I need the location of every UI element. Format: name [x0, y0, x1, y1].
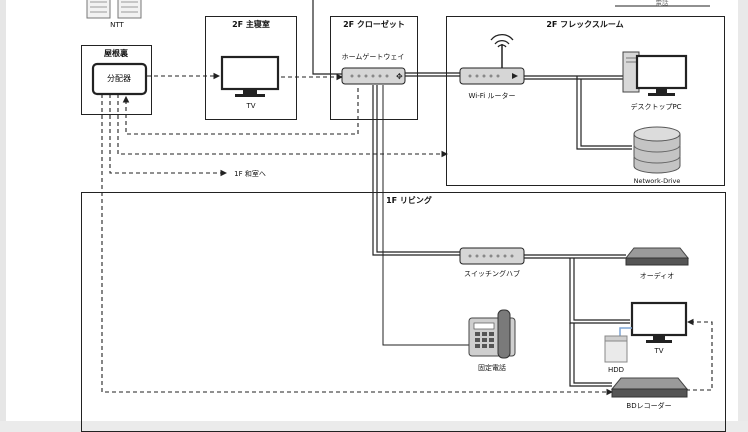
room-title-living: 1F リビング: [386, 196, 432, 205]
bd-recorder-icon: [610, 377, 689, 398]
tv-bedroom-icon: [220, 55, 280, 97]
label-tv-living: TV: [654, 347, 664, 355]
ntt-icon: [86, 0, 142, 19]
room-attic: [81, 45, 152, 115]
label-bd-recorder: BDレコーダー: [626, 402, 672, 410]
label-switching-hub: スイッチングハブ: [464, 270, 520, 278]
desktop-pc-icon: [622, 51, 688, 96]
room-2f-bedroom: [205, 16, 297, 120]
network-drive-icon: [633, 126, 681, 174]
label-landline: 固定電話: [478, 364, 506, 372]
label-audio: オーディオ: [639, 272, 675, 280]
label-wifi-router: Wi-Fi ルーター: [468, 92, 516, 100]
diagram-graphics: ✥: [86, 0, 713, 398]
room-title-flex: 2F フレックスルーム: [546, 20, 624, 29]
label-desktop-pc: デスクトップPC: [630, 103, 682, 111]
label-hdd: HDD: [607, 366, 625, 374]
label-tv-bedroom: TV: [246, 102, 256, 110]
splitter-box: [91, 62, 148, 96]
svg-text:✥: ✥: [396, 72, 403, 81]
room-title-attic: 屋根裏: [104, 49, 128, 58]
room-title-closet: 2F クローゼット: [343, 20, 405, 29]
home-gateway-icon: ✥: [341, 67, 406, 85]
dashed-connections: [101, 72, 713, 396]
switching-hub-icon: [459, 247, 525, 265]
hdd-icon: [604, 327, 632, 363]
label-network-drive: Network-Drive: [633, 177, 681, 185]
label-splitter: 分配器: [107, 74, 131, 83]
room-title-bedroom: 2F 主寝室: [232, 20, 270, 29]
label-to-washitsu: 1F 和室へ: [234, 170, 266, 178]
label-top-right: 電話: [655, 0, 669, 7]
room-2f-flex: [446, 16, 725, 186]
landline-icon: [468, 309, 516, 359]
label-home-gateway: ホームゲートウェイ: [341, 53, 405, 61]
wifi-router-icon: [459, 34, 525, 85]
room-1f-living: [81, 192, 726, 432]
tv-living-icon: [630, 301, 688, 343]
label-ntt: NTT: [110, 21, 124, 29]
audio-icon: [624, 247, 690, 266]
solid-connections: [312, 0, 632, 387]
room-2f-closet: [330, 16, 418, 120]
